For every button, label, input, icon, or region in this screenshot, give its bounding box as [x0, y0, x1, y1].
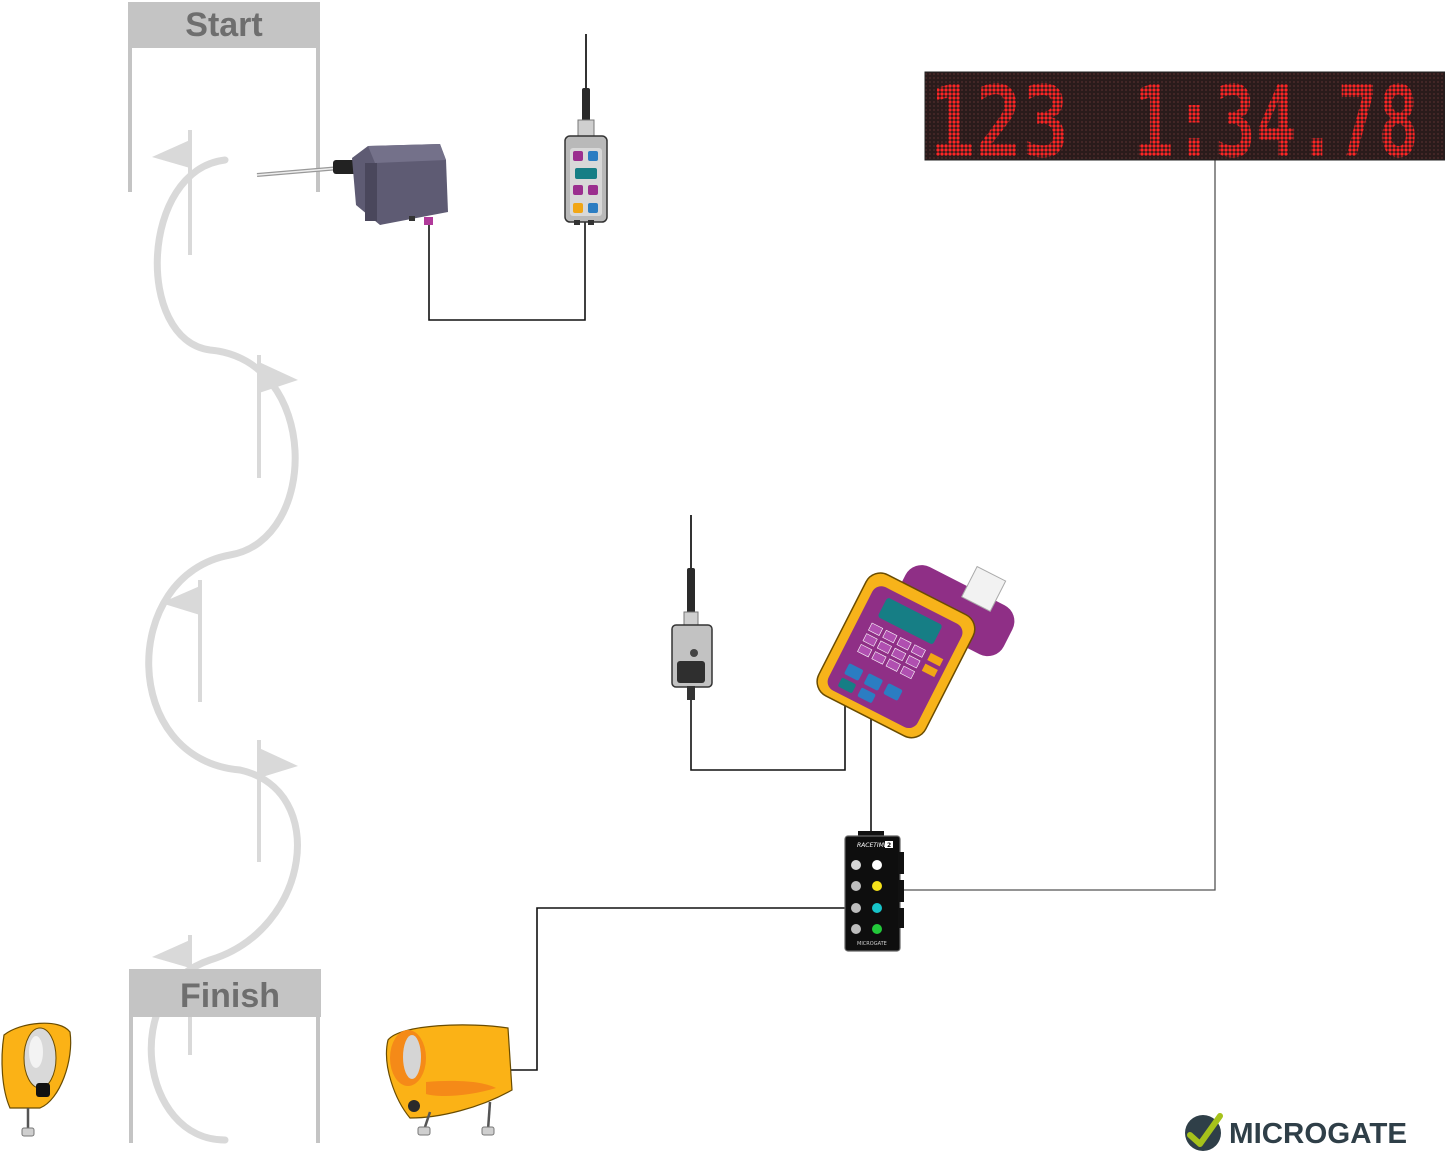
- gate-flag-icon: [257, 740, 298, 862]
- start-label: Start: [185, 6, 262, 44]
- wiring: [428, 160, 1216, 1071]
- photocell-icon: [1, 1022, 72, 1137]
- photocell-icon: [385, 1024, 513, 1136]
- start-banner: Start: [128, 2, 320, 192]
- logo-text: MICROGATE: [1229, 1118, 1407, 1150]
- handheld-timer-icon: [816, 565, 1015, 739]
- racetime-brand: RACETIME: [857, 842, 888, 849]
- racetime-model: 2: [887, 842, 891, 849]
- gate-flag-icon: [161, 580, 202, 702]
- scoreboard-bib: 123: [929, 66, 1069, 180]
- wire-photocell-racetime: [508, 907, 845, 1071]
- radio-receiver-icon: [671, 515, 713, 700]
- racetime-connection-box: RACETIME 2 MICROGATE: [844, 831, 904, 952]
- wire-receiver-handheld: [690, 700, 846, 771]
- scoreboard-time: 1:34.78: [1133, 66, 1419, 180]
- wire-scoreboard-racetime: [900, 160, 1216, 891]
- wire-adapter-transmitter: [428, 222, 586, 321]
- power-adapter-icon: [256, 144, 448, 225]
- finish-banner: Finish: [129, 969, 321, 1143]
- microgate-logo: MICROGATE: [1185, 1113, 1407, 1151]
- radio-transmitter-icon: [564, 34, 608, 225]
- led-scoreboard: 123 1:34.78: [924, 66, 1445, 180]
- finish-label: Finish: [180, 977, 280, 1015]
- gate-flag-icon: [152, 130, 192, 255]
- gate-flag-icon: [257, 355, 298, 478]
- racetime-maker: MICROGATE: [857, 941, 887, 947]
